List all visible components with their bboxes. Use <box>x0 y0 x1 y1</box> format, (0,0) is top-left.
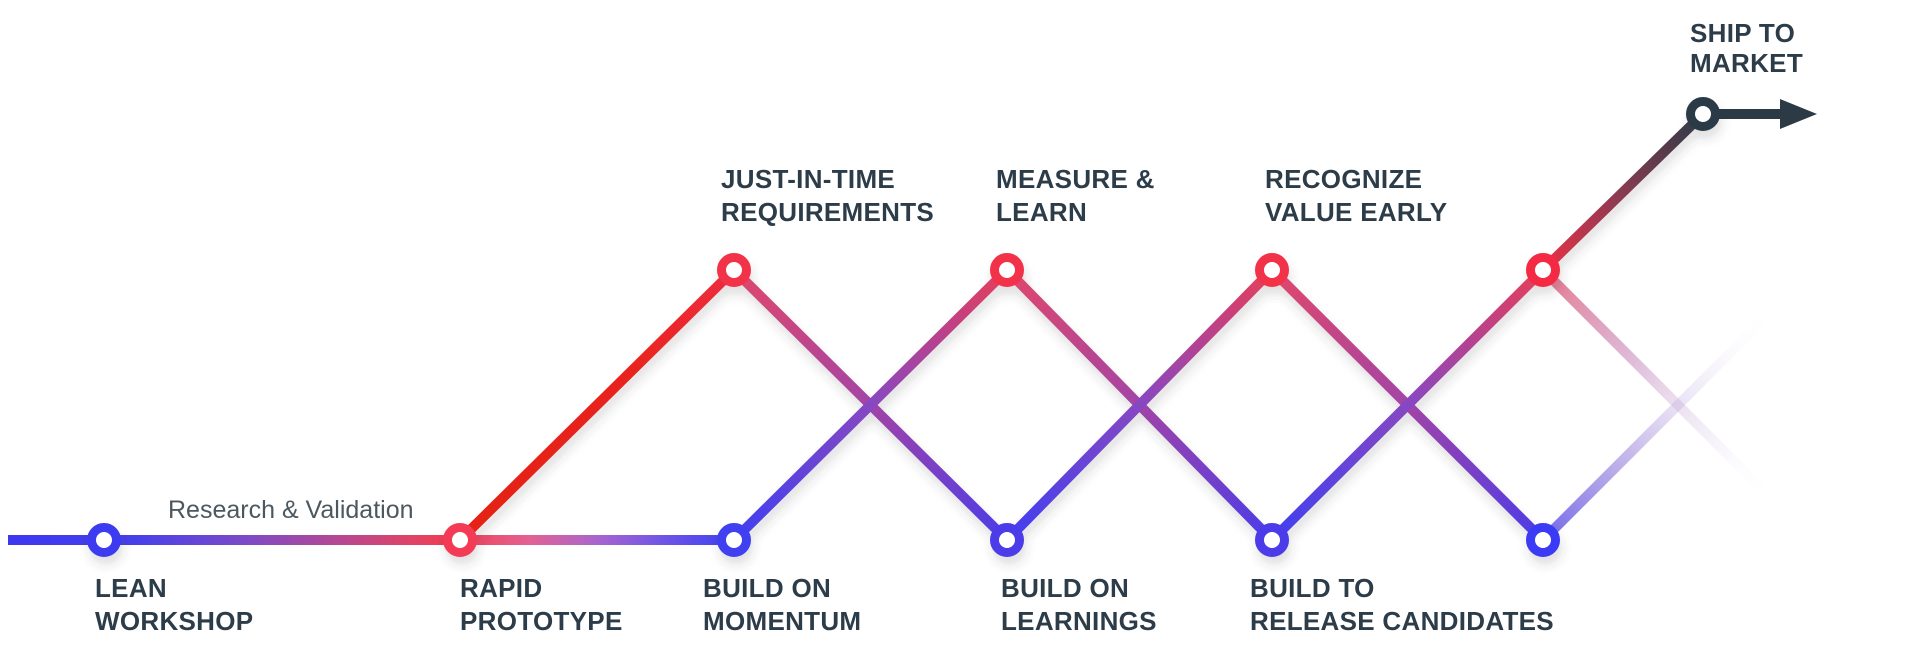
node-build-to-release-candidates <box>1255 523 1289 557</box>
label-line: JUST-IN-TIME <box>721 164 896 194</box>
label-line: RAPID <box>460 573 543 603</box>
arrow-head <box>1780 99 1817 129</box>
label-line: MEASURE & <box>996 164 1155 194</box>
node-build-on-momentum <box>717 523 751 557</box>
zigzag-segments <box>87 97 1720 557</box>
label-line: REQUIREMENTS <box>721 197 935 227</box>
label-recognize-value-early: RECOGNIZE VALUE EARLY <box>1265 163 1447 229</box>
segment-build-on-momentum-to-measure-learn <box>730 266 1011 544</box>
label-line: WORKSHOP <box>95 606 254 636</box>
node-lean-workshop <box>87 523 121 557</box>
ghost-ascending-line <box>1539 307 1776 544</box>
label-line: BUILD TO <box>1250 573 1375 603</box>
label-line: LEARN <box>996 197 1088 227</box>
node-last-peak <box>1526 253 1560 287</box>
node-last-dip <box>1526 523 1560 557</box>
segment-build-on-learnings-to-recognize-value <box>1003 266 1276 544</box>
label-build-on-learnings: BUILD ON LEARNINGS <box>1001 572 1157 638</box>
label-line: VALUE EARLY <box>1265 197 1448 227</box>
node-just-in-time-requirements <box>717 253 751 287</box>
label-build-on-momentum: BUILD ON MOMENTUM <box>703 572 861 638</box>
label-lean-workshop: LEAN WORKSHOP <box>95 572 253 638</box>
node-measure-and-learn <box>990 253 1024 287</box>
label-line: RECOGNIZE <box>1265 164 1423 194</box>
segment-last-peak-to-ship <box>1539 110 1707 274</box>
label-line: SHIP TO <box>1690 18 1796 48</box>
label-rapid-prototype: RAPID PROTOTYPE <box>460 572 623 638</box>
node-ship-to-market <box>1686 97 1720 131</box>
label-just-in-time-requirements: JUST-IN-TIME REQUIREMENTS <box>721 163 934 229</box>
label-line: RELEASE CANDIDATES <box>1250 606 1554 636</box>
label-line: BUILD ON <box>1001 573 1130 603</box>
label-build-to-release-candidates: BUILD TO RELEASE CANDIDATES <box>1250 572 1554 638</box>
ghost-descending-line <box>1539 266 1776 503</box>
node-build-on-learnings <box>990 523 1024 557</box>
label-line: LEARNINGS <box>1001 606 1157 636</box>
segment-rapid-prototype-to-jit <box>456 266 738 544</box>
label-line: MOMENTUM <box>703 606 862 636</box>
label-line: MARKET <box>1690 48 1804 78</box>
label-line: BUILD ON <box>703 573 832 603</box>
label-line: PROTOTYPE <box>460 606 623 636</box>
arrow-right-icon <box>1719 99 1817 129</box>
label-ship-to-market: SHIP TO MARKET <box>1690 18 1803 78</box>
research-validation-label: Research & Validation <box>168 496 414 524</box>
node-rapid-prototype <box>443 523 477 557</box>
label-measure-and-learn: MEASURE & LEARN <box>996 163 1155 229</box>
label-line: LEAN <box>95 573 167 603</box>
node-recognize-value-early <box>1255 253 1289 287</box>
segment-build-to-release-to-last-peak <box>1268 266 1547 544</box>
